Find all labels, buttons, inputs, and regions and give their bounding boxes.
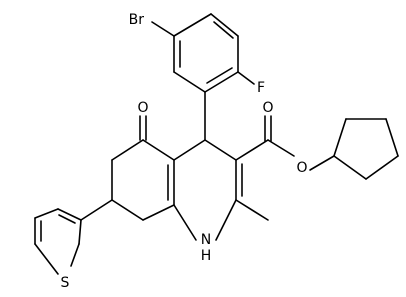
- bond: [210, 13, 239, 37]
- bond: [111, 139, 144, 161]
- bond: [142, 204, 175, 221]
- ester-ether-oxygen-label: O: [296, 160, 307, 176]
- bond: [173, 139, 206, 161]
- fluorine-label: F: [257, 80, 265, 96]
- bond: [173, 204, 197, 241]
- bonds: [34, 13, 399, 275]
- bond: [57, 208, 82, 221]
- bond: [142, 139, 175, 161]
- bond: [173, 71, 206, 93]
- amine-nitrogen-label: N: [201, 232, 211, 248]
- bond: [111, 199, 144, 221]
- bond: [204, 139, 237, 161]
- bond: [58, 214, 76, 224]
- bond: [206, 67, 233, 84]
- amine-hydrogen-label: H: [201, 248, 212, 264]
- bond: [215, 199, 237, 241]
- bond: [204, 71, 239, 93]
- bond: [34, 208, 59, 219]
- bond: [78, 219, 82, 245]
- bond: [385, 118, 399, 157]
- bond: [213, 21, 234, 39]
- bond: [70, 243, 80, 267]
- ester-carbonyl-oxygen-label: O: [262, 100, 273, 116]
- bond: [151, 21, 175, 37]
- bond: [80, 199, 113, 221]
- bond: [173, 13, 212, 37]
- bond: [34, 243, 59, 275]
- atom-labels: Br F O O O N H S: [61, 12, 308, 291]
- bond: [365, 155, 399, 180]
- thiophene-sulfur-label: S: [61, 275, 70, 291]
- bromine-label: Br: [129, 12, 145, 28]
- bond: [237, 71, 255, 85]
- ketone-oxygen-label: O: [137, 100, 148, 116]
- bond: [309, 155, 335, 171]
- bond: [235, 199, 269, 221]
- bond: [267, 139, 295, 157]
- bond: [333, 118, 347, 157]
- bond: [235, 139, 269, 161]
- bond: [333, 155, 367, 180]
